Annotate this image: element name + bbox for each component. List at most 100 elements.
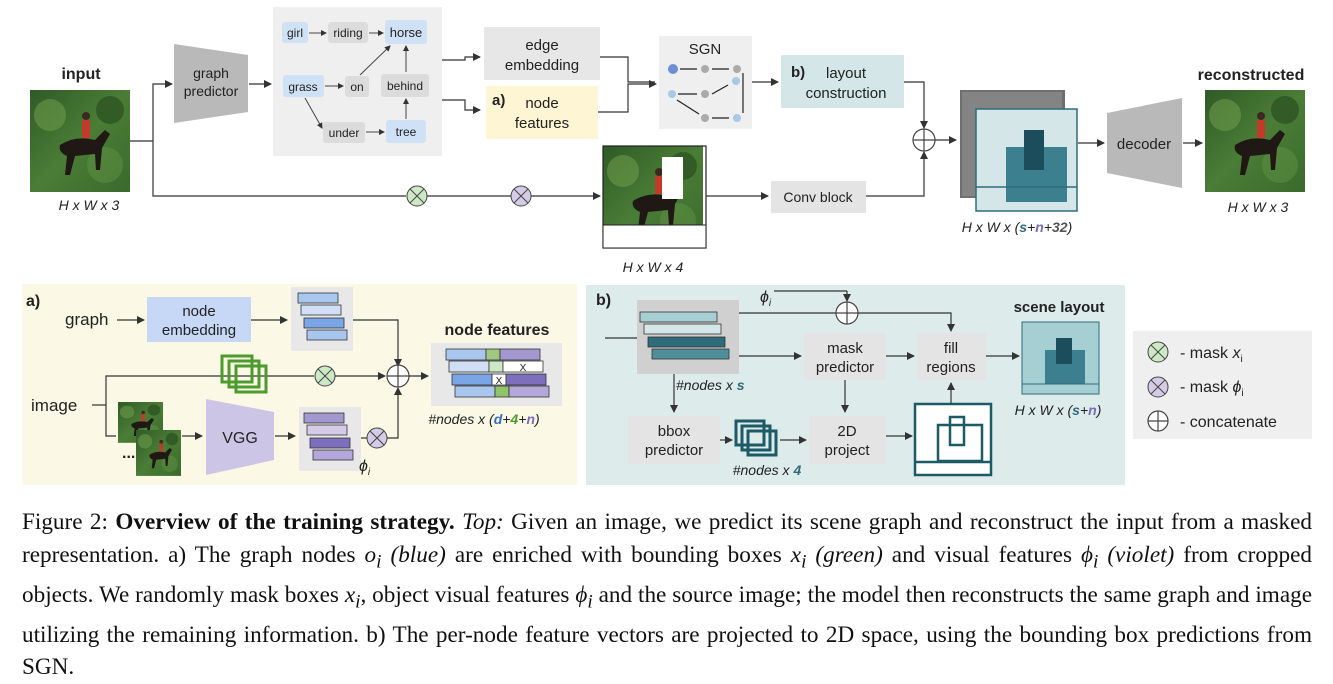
embedding-to-concat-line (353, 319, 402, 367)
projected-boxes-image (913, 402, 993, 477)
node-girl (282, 22, 308, 43)
input-to-mask-line (152, 141, 406, 197)
nodes-4-label: #nodes x 4 (733, 462, 802, 478)
embedding-stack (291, 287, 353, 351)
caption-top: Top: (454, 509, 504, 535)
bbox-stack-icon (220, 354, 268, 394)
caption-text-1: Given an image, we predict its scene gra… (22, 509, 1312, 568)
node-behind-label: behind (387, 79, 423, 93)
image-to-bbox-line (105, 375, 314, 405)
decoder-block (1107, 98, 1182, 188)
reconstructed-label: reconstructed (1198, 67, 1305, 84)
svg-text:- mask xi: - mask xi (1180, 345, 1243, 365)
caption-lead: Figure 2: (22, 509, 116, 535)
node-tree (386, 120, 426, 143)
node-riding (328, 22, 368, 43)
caption-bold: Overview of the training strategy. (115, 509, 455, 535)
scene-layout-image (1021, 321, 1100, 395)
svg-text:- concatenate: - concatenate (1180, 414, 1277, 431)
svg-text:X: X (520, 363, 527, 374)
panel-a-image-label: image (31, 396, 77, 415)
caption-phi2: ϕ (575, 581, 588, 608)
caption-xi: x (790, 541, 802, 568)
bbox-predictor-box (628, 416, 720, 464)
legend-concatenate: - concatenate (1147, 410, 1277, 432)
node-behind (381, 74, 429, 97)
caption-xi-sub: i (801, 551, 807, 573)
caption-text-2: are enriched with bounding boxes (445, 541, 791, 568)
input-to-graph-predictor-arrow (152, 80, 173, 141)
graph-to-node-arrow (442, 99, 481, 114)
caption-green: (green) (806, 541, 883, 568)
vgg-block (206, 399, 274, 475)
scene-graph-edges (304, 30, 409, 135)
panel-a-mask-x (314, 365, 336, 387)
caption-violet: (violet) (1107, 541, 1175, 568)
reconstructed-dims: H x W x 3 (1228, 199, 1289, 215)
panel-a-tag: a) (26, 293, 40, 310)
scene-layout-title: scene layout (1014, 299, 1105, 316)
input-dims: H x W x 3 (59, 197, 120, 213)
panel-a-phi: ϕi (359, 458, 371, 478)
mask-x-operator (406, 185, 428, 207)
caption-text-3: and visual features (882, 541, 1081, 568)
node-on-label: on (350, 80, 363, 94)
caption-text-4: from cropped objects. We randomly mask b… (22, 541, 1312, 608)
visual-feature-stack (299, 407, 361, 471)
mask-phi-to-concat-arrow (387, 387, 402, 439)
caption-phi-sub: i (1092, 551, 1099, 573)
svg-text:X: X (496, 376, 503, 387)
input-label: input (61, 66, 101, 83)
node-under-label: under (329, 126, 360, 140)
conv-block-label: Conv block (783, 189, 853, 205)
decoder-label: decoder (1117, 136, 1171, 153)
sgn-label: SGN (689, 41, 722, 58)
caption-phi: ϕ (1080, 541, 1093, 568)
node-on (345, 76, 369, 97)
caption-phi2-sub: i (587, 591, 593, 613)
node-horse-label: horse (390, 25, 423, 40)
reconstructed-image (1205, 90, 1305, 192)
node-under (323, 122, 365, 143)
masked-image (602, 145, 707, 249)
scene-layout-dims: H x W x (s+n) (1015, 402, 1102, 418)
graph-predictor-block (174, 44, 248, 123)
panel-b-phi: ϕi (760, 289, 772, 309)
concat-representation (960, 90, 1078, 212)
2d-project-box (809, 416, 886, 464)
masked-image-dims: H x W x 4 (623, 259, 684, 275)
node-girl-label: girl (287, 26, 303, 40)
panel-a-concat (386, 364, 410, 388)
node-tree-label: tree (396, 125, 417, 139)
conv-to-concat-arrow (866, 151, 928, 197)
image-to-crops-line (105, 405, 116, 437)
caption-blue: (blue) (381, 541, 446, 568)
reconstructed-horse-photo (1205, 90, 1305, 192)
caption-oi: o (364, 541, 377, 568)
svg-text:- mask ϕi: - mask ϕi (1180, 379, 1244, 399)
crops-ellipsis: ... (122, 445, 135, 462)
vgg-label: VGG (222, 430, 258, 447)
layout-to-concat-arrow (904, 81, 928, 129)
node-features-title: node features (445, 322, 550, 339)
sgn-graph-icon (668, 64, 744, 122)
horse-rider-photo (30, 90, 130, 192)
fill-regions-box (917, 333, 986, 380)
legend-mask-x: - mask xi (1147, 341, 1243, 365)
caption-xi2-sub: i (355, 591, 361, 613)
node-features-box (486, 86, 598, 139)
legend-mask-phi: - mask ϕi (1147, 376, 1244, 399)
layout-tag: b) (791, 64, 805, 81)
figure-caption: Figure 2: Overview of the training strat… (22, 506, 1312, 684)
node-embedding-box (147, 297, 251, 342)
conv-block (771, 181, 866, 213)
panel-b-concat (835, 301, 859, 325)
panel-b-tag: b) (596, 292, 611, 309)
